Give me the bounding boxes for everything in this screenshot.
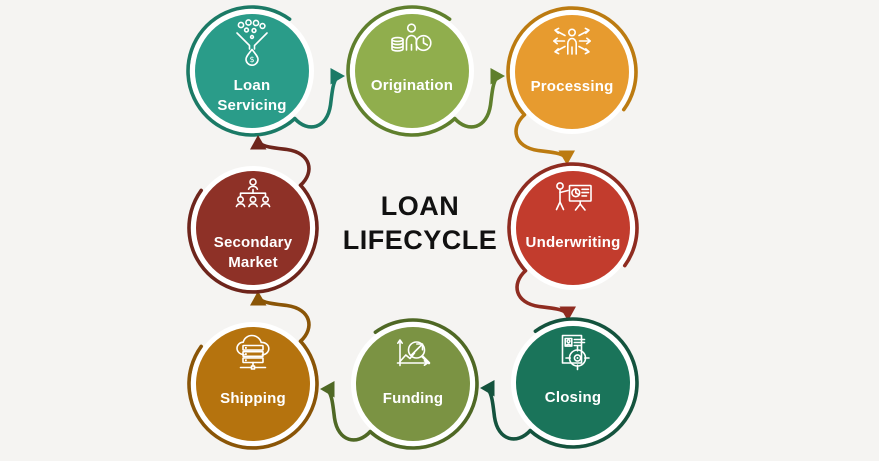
node-label: Processing xyxy=(530,78,614,95)
node-underwriting: Underwriting xyxy=(468,123,678,333)
node-label: Funding xyxy=(382,390,444,407)
money-funnel-icon: $ xyxy=(236,19,268,66)
node-processing: Processing xyxy=(467,0,677,177)
ring-arrow-right xyxy=(346,5,505,137)
diagram-title: LOAN LIFECYCLE xyxy=(310,189,530,257)
node-label: Shipping xyxy=(220,390,286,407)
node-closing: Closing xyxy=(468,278,678,461)
ring-arrow-up xyxy=(187,135,319,294)
diagram-title-line1: LOAN xyxy=(380,191,460,221)
cloud-servers-icon xyxy=(236,334,270,370)
chart-magnifier-icon xyxy=(396,339,431,367)
presenter-chart-board-icon xyxy=(555,182,592,211)
ring-arrow-down xyxy=(507,162,639,321)
node-loan-servicing: $ Loan Servicing xyxy=(147,0,357,176)
node-shipping: Shipping xyxy=(148,279,358,461)
ring-arrow-up xyxy=(187,291,319,450)
ring-arrow-left xyxy=(480,317,639,449)
node-label: Underwriting xyxy=(525,234,621,251)
ring-arrow-left xyxy=(320,318,479,450)
node-label: Origination xyxy=(370,77,454,94)
node-funding: Funding xyxy=(308,279,518,461)
person-radiating-arrows-icon xyxy=(553,27,591,55)
diagram-title-line2: LIFECYCLE xyxy=(342,225,498,255)
borrower-coins-clock-icon xyxy=(391,23,432,52)
ring-arrow-down xyxy=(506,6,638,165)
svg-text:$: $ xyxy=(249,55,254,64)
node-label: Loan Servicing xyxy=(217,77,287,114)
ring-arrow-right xyxy=(186,5,345,137)
node-label: Closing xyxy=(544,389,602,406)
node-origination: Origination xyxy=(307,0,517,176)
document-target-icon xyxy=(561,334,590,371)
node-label: Secondary Market xyxy=(213,234,293,271)
org-chart-people-icon xyxy=(235,178,271,208)
node-secondary-market: Secondary Market xyxy=(148,123,358,333)
